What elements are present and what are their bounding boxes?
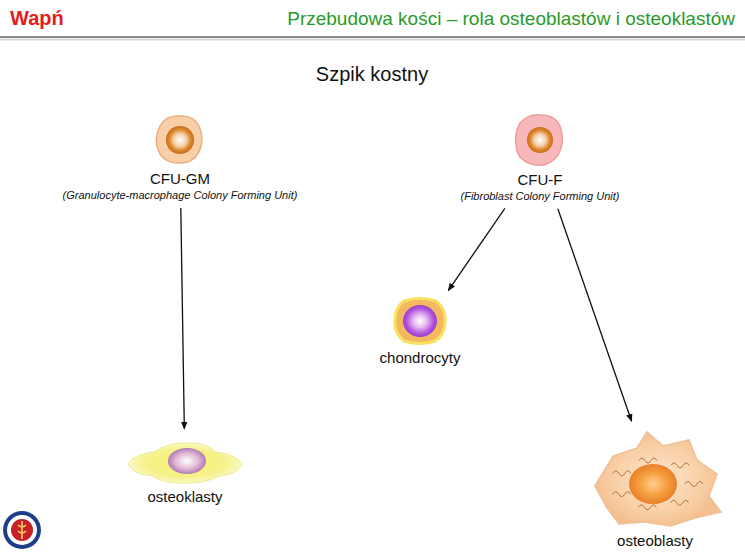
cell-illustration — [152, 112, 208, 168]
cell-illustration — [511, 111, 569, 169]
cell-node: CFU-F(Fibroblast Colony Forming Unit) — [455, 109, 626, 206]
header-shadow — [0, 39, 745, 41]
cell-node: osteoblasty — [579, 424, 731, 553]
cell-node: chondrocyty — [374, 293, 467, 370]
slide-title: Przebudowa kości – rola osteoblastów i o… — [287, 7, 735, 31]
lineage-arrow — [558, 209, 632, 421]
cell-illustration — [585, 426, 725, 530]
cell-illustration — [392, 295, 448, 347]
cell-name: osteoklasty — [147, 488, 222, 506]
lineage-arrow — [181, 208, 185, 429]
cell-node: CFU-GM(Granulocyte-macrophage Colony For… — [57, 110, 304, 205]
region-label: Szpik kostny — [316, 62, 428, 86]
cell-illustration — [124, 434, 246, 486]
cell-description: (Fibroblast Colony Forming Unit) — [461, 189, 620, 203]
cell-name: chondrocyty — [380, 349, 461, 367]
lineage-arrow — [448, 208, 505, 290]
cell-description: (Granulocyte-macrophage Colony Forming U… — [63, 188, 298, 202]
cell-name: osteoblasty — [617, 532, 693, 550]
cell-name: CFU-GM — [150, 170, 210, 188]
header-rule — [0, 36, 745, 38]
cell-name: CFU-F — [518, 171, 563, 189]
cell-node: osteoklasty — [118, 432, 252, 509]
university-logo — [3, 511, 41, 549]
section-label: Wapń — [10, 6, 64, 30]
